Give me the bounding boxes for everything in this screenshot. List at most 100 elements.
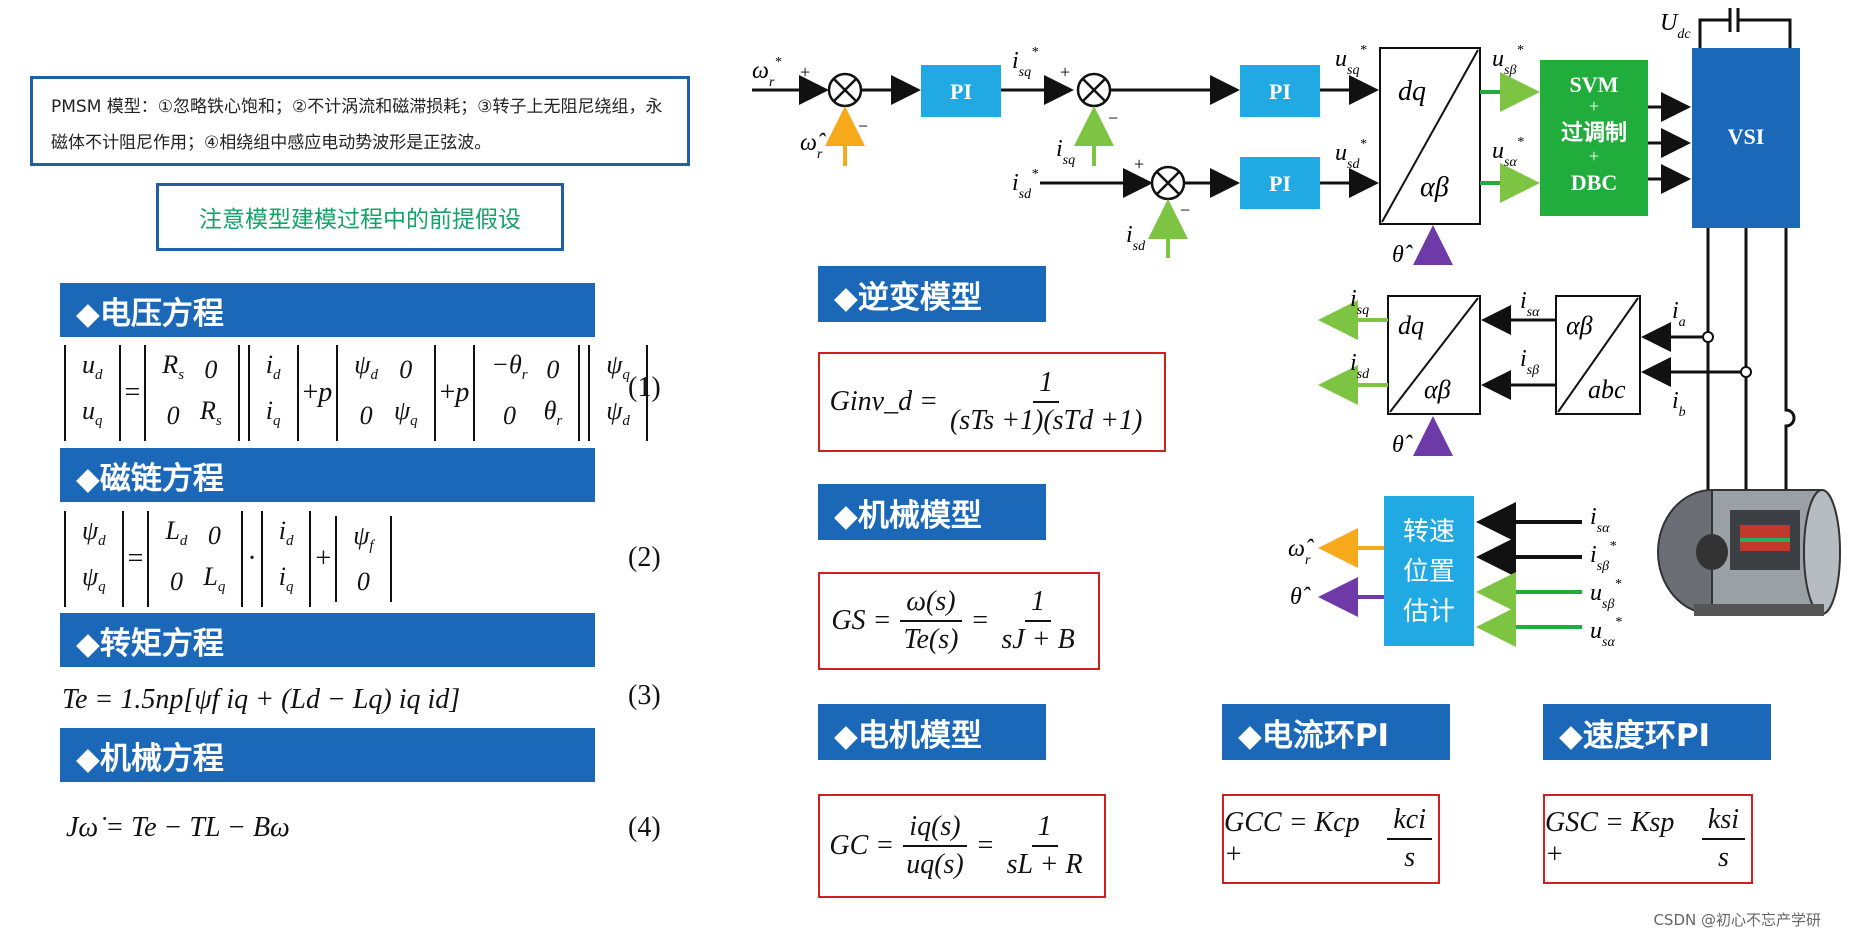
inverter-den: (sTs +1)(sTd +1) — [949, 405, 1143, 436]
estimator-line-1: 转速 — [1403, 517, 1455, 546]
motor-den: sL + R — [1006, 849, 1083, 880]
usq-label: usq* — [1335, 43, 1366, 78]
section-voltage: ◆电压方程 — [60, 283, 595, 337]
u-salpha-label: usα* — [1492, 135, 1524, 170]
est-isbeta-label: isβ* — [1590, 539, 1616, 574]
d-pi-label: PI — [1269, 171, 1291, 196]
park-ab: αβ — [1424, 375, 1451, 404]
omega-ref-label: ωr* — [752, 55, 781, 90]
theta-hat-label-1: θ̂ — [1392, 242, 1413, 268]
est-theta-hat-label: θ̂ — [1290, 584, 1311, 610]
omega-hat-label: ω̂r — [800, 130, 826, 162]
q-pi-label: PI — [1269, 79, 1291, 104]
mech-num: 1 — [1025, 586, 1051, 622]
sum2-plus: + — [1060, 62, 1070, 82]
ia-label: ia — [1672, 298, 1686, 330]
current-pi-lhs: GCC = Kcp + — [1224, 807, 1360, 870]
current-pi-num: kci — [1387, 804, 1432, 840]
assumptions-note: PMSM 模型：①忽略铁心饱和；②不计涡流和磁滞损耗；③转子上无阻尼绕组，永磁体… — [30, 76, 690, 166]
theta-hat-label-2: θ̂ — [1392, 432, 1413, 458]
isd-ref-label: isd* — [1012, 167, 1038, 202]
equation-number-2: (2) — [628, 542, 661, 573]
equation-number-1: (1) — [628, 372, 661, 403]
svm-line-5: DBC — [1571, 170, 1617, 195]
mech-mid-den: Te(s) — [903, 624, 959, 655]
speed-pi-label: PI — [950, 79, 972, 104]
mech-lhs: GS — [831, 605, 866, 636]
u-sbeta-label: usβ* — [1492, 43, 1523, 78]
vsi-label: VSI — [1728, 124, 1765, 149]
mech-den: sJ + B — [1001, 624, 1075, 655]
isd-label: isd — [1126, 222, 1146, 254]
d-current-pi-block — [1240, 157, 1320, 209]
speed-pi-lhs: GSC = Ksp + — [1545, 807, 1675, 870]
speed-pi-den: s — [1717, 842, 1729, 873]
svm-block — [1540, 60, 1648, 216]
inverse-park-dq: dq — [1398, 76, 1426, 107]
motor-num: 1 — [1031, 811, 1058, 847]
watermark: CSDN @初心不忘产学研 — [1653, 911, 1821, 929]
clarke-abc: abc — [1588, 375, 1626, 404]
park-divider — [1389, 297, 1479, 413]
speed-pi-title: ◆速度环PI — [1543, 704, 1771, 760]
svm-line-2: + — [1589, 96, 1599, 116]
estimator-line-2: 位置 — [1403, 557, 1455, 586]
ib-label: ib — [1672, 388, 1686, 420]
sum3-plus: + — [1134, 154, 1144, 174]
phase-line-c — [1784, 228, 1796, 490]
svm-line-4: + — [1589, 146, 1599, 166]
motor-mid-num: iq(s) — [903, 811, 967, 847]
inverse-park-ab: αβ — [1420, 172, 1449, 203]
speed-pi-block — [921, 65, 1001, 117]
equation-number-4: (4) — [628, 812, 661, 843]
motor-mid-den: uq(s) — [906, 849, 964, 880]
isq-ref-label: isq* — [1012, 45, 1038, 80]
isalpha-label: isα — [1520, 288, 1540, 320]
est-usalpha-label: usα* — [1590, 615, 1622, 650]
clarke-divider — [1557, 297, 1639, 413]
section-torque: ◆转矩方程 — [60, 613, 595, 667]
motor-lhs: GC — [829, 830, 869, 861]
current-pi-title: ◆电流环PI — [1222, 704, 1450, 760]
udc-label: Udc — [1660, 10, 1691, 42]
isbeta-label: isβ — [1520, 346, 1539, 378]
est-isalpha-label: isα — [1590, 504, 1610, 536]
isd-out-label: isd — [1350, 350, 1370, 382]
park-dq: dq — [1398, 311, 1424, 340]
vsi-block — [1692, 48, 1800, 228]
usd-label: usd* — [1335, 137, 1366, 172]
inverse-park-divider — [1381, 49, 1479, 223]
sum3-minus: − — [1180, 200, 1190, 220]
summing-junction-d — [1150, 165, 1186, 201]
est-usbeta-label: usβ* — [1590, 577, 1621, 612]
ia-sense-point — [1702, 331, 1714, 343]
sum2-minus: − — [1108, 108, 1118, 128]
isq-out-label: isq — [1350, 286, 1369, 318]
sum1-plus: + — [800, 62, 810, 82]
summing-junction-speed — [827, 72, 863, 108]
inverter-lhs: Ginv_d — [829, 386, 913, 417]
q-current-pi-block — [1240, 65, 1320, 117]
pmsm-motor-image — [1657, 489, 1841, 616]
mechanical-equation: Jω̇ = Te − TL − Bω — [66, 812, 290, 843]
speed-pi-num: ksi — [1701, 804, 1745, 840]
torque-equation: Te = 1.5np[ψf iq + (Ld − Lq) iq id] — [62, 684, 461, 715]
equation-number-3: (3) — [628, 680, 661, 711]
section-mechanical: ◆机械方程 — [60, 728, 595, 782]
motor-model-title: ◆电机模型 — [818, 704, 1046, 760]
control-block-diagram: ωr* + ω̂r − PI isq* + isq − PI usq* isd*… — [752, 8, 1841, 650]
ib-sense-point — [1740, 366, 1752, 378]
assumption-reminder: 注意模型建模过程中的前提假设 — [156, 183, 564, 251]
inverter-model-title: ◆逆变模型 — [818, 266, 1046, 322]
svm-line-1: SVM — [1570, 72, 1619, 97]
inverter-num: 1 — [1033, 367, 1060, 403]
mechanical-model-title: ◆机械模型 — [818, 484, 1046, 540]
summing-junction-q — [1076, 72, 1112, 108]
current-pi-den: s — [1404, 842, 1416, 873]
dc-link-capacitor — [1698, 8, 1792, 48]
